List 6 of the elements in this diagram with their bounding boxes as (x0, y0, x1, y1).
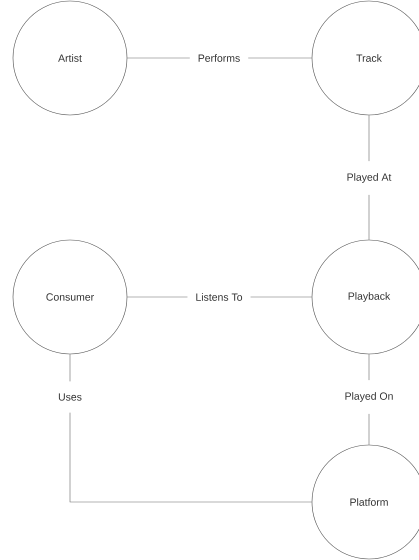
edge-label: Played At (338, 161, 400, 195)
connector-line (70, 354, 312, 502)
edge-label: Uses (50, 381, 90, 413)
edge-label: Listens To (187, 281, 251, 313)
edge-label: Performs (190, 42, 248, 74)
edge-label: Played On (336, 380, 402, 414)
